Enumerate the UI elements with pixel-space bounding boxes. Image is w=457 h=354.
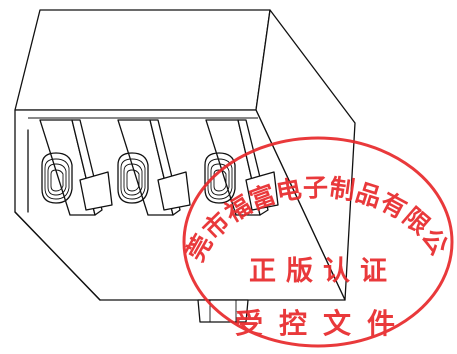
coil-clip-3 [204,152,236,204]
stamp-outer-ring [182,136,454,348]
box-top-face [14,9,271,111]
slot-1 [39,119,113,216]
slot-2 [117,119,191,216]
stamp-line-2: 受控文件 [235,307,411,340]
stamp-line-1: 正版认证 [249,256,397,287]
coil-clip-1 [41,152,73,204]
coil-clip-2 [117,152,149,204]
box-front-bevel [14,211,101,301]
slot-3 [204,119,279,216]
